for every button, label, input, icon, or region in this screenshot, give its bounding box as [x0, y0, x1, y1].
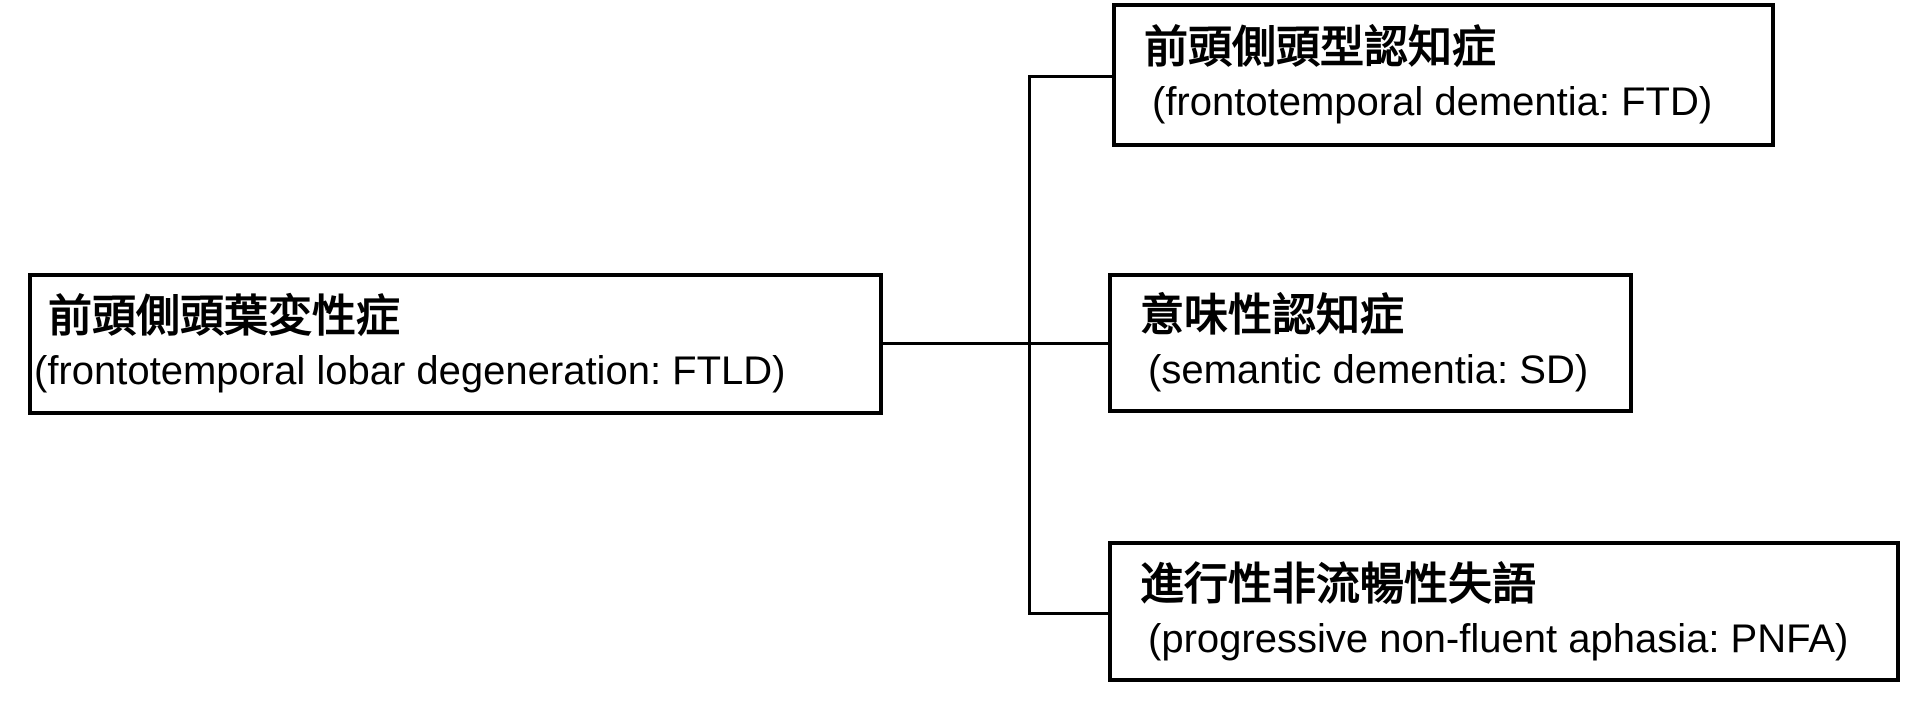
connector-vertical-trunk: [1028, 75, 1031, 615]
node-ftld: 前頭側頭葉変性症 (frontotemporal lobar degenerat…: [28, 273, 883, 415]
node-ftd-label-english: (frontotemporal dementia: FTD): [1152, 80, 1713, 124]
node-sd: 意味性認知症 (semantic dementia: SD): [1108, 273, 1633, 413]
node-ftd-label-japanese: 前頭側頭型認知症: [1144, 23, 1496, 72]
node-ftld-label-english: (frontotemporal lobar degeneration: FTLD…: [34, 349, 786, 393]
connector-root-to-branch: [883, 342, 1108, 345]
node-sd-label-japanese: 意味性認知症: [1140, 291, 1404, 340]
node-pnfa: 進行性非流暢性失語 (progressive non-fluent aphasi…: [1108, 541, 1900, 682]
node-pnfa-label-english: (progressive non-fluent aphasia: PNFA): [1148, 616, 1849, 661]
connector-branch-top: [1030, 75, 1112, 78]
node-ftld-label-japanese: 前頭側頭葉変性症: [48, 292, 400, 341]
node-sd-label-english: (semantic dementia: SD): [1148, 348, 1589, 392]
node-ftd: 前頭側頭型認知症 (frontotemporal dementia: FTD): [1112, 3, 1775, 147]
node-pnfa-label-japanese: 進行性非流暢性失語: [1140, 559, 1536, 609]
connector-branch-bottom: [1030, 612, 1108, 615]
